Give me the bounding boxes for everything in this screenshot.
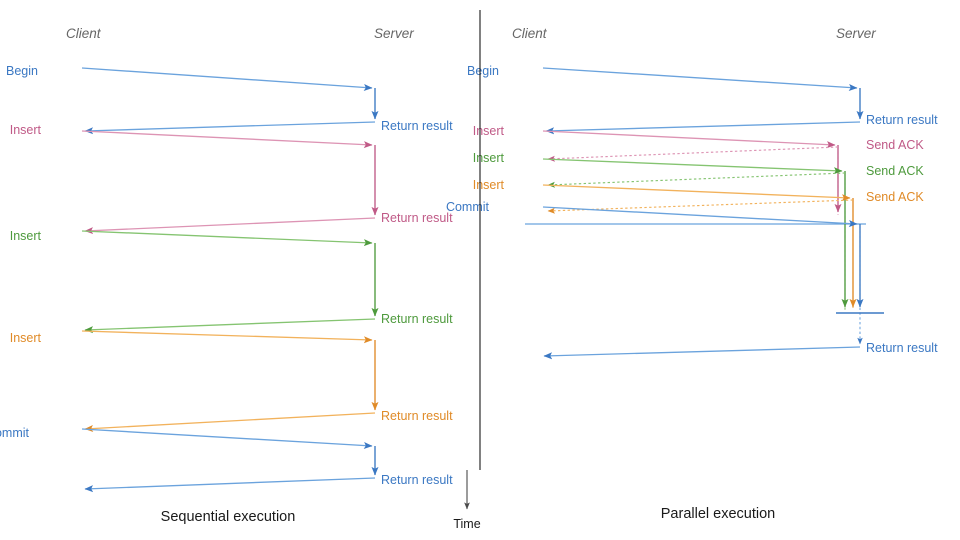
- request-arrow-seq-insert-2: [81, 230, 373, 247]
- response-label-par-commit: Return result: [866, 341, 938, 355]
- ack-label-par-insert-3: Send ACK: [866, 190, 924, 204]
- time-axis-label: Time: [453, 517, 480, 531]
- request-label-par-commit: Commit: [446, 200, 490, 214]
- request-label-par-insert-1: Insert: [473, 124, 505, 138]
- response-label-par-begin: Return result: [866, 113, 938, 127]
- request-arrow-par-insert-2: [542, 158, 843, 175]
- request-label-par-insert-3: Insert: [473, 178, 505, 192]
- request-label-seq-insert-2: Insert: [10, 229, 42, 243]
- response-arrow-par-begin: [545, 121, 861, 135]
- response-arrow-par-commit: [543, 346, 861, 360]
- lane-header-server-parallel: Server: [836, 26, 876, 41]
- response-label-seq-insert-1: Return result: [381, 211, 453, 225]
- request-arrow-par-insert-3: [542, 184, 851, 202]
- response-label-seq-begin: Return result: [381, 119, 453, 133]
- lane-header-client-parallel: Client: [512, 26, 548, 41]
- request-arrow-par-insert-1: [542, 130, 836, 149]
- response-arrow-seq-begin: [84, 121, 376, 135]
- response-arrow-seq-insert-1: [84, 217, 376, 235]
- ack-arrow-par-insert-1: [547, 146, 839, 162]
- request-arrow-seq-commit: [81, 428, 373, 450]
- response-label-seq-commit: Return result: [381, 473, 453, 487]
- request-label-par-begin: Begin: [467, 64, 499, 78]
- time-axis-layer: Time: [453, 470, 481, 531]
- request-label-seq-insert-3: Insert: [10, 331, 42, 345]
- panel-caption-parallel: Parallel execution: [661, 506, 775, 522]
- response-arrow-seq-insert-2: [84, 318, 376, 334]
- ack-label-par-insert-1: Send ACK: [866, 138, 924, 152]
- request-arrow-seq-insert-1: [81, 130, 373, 149]
- request-arrow-par-commit: [542, 206, 858, 228]
- response-arrow-seq-commit: [84, 477, 376, 493]
- lane-header-client-sequential: Client: [66, 26, 102, 41]
- request-arrow-seq-insert-3: [81, 330, 373, 344]
- response-arrow-seq-insert-3: [84, 412, 376, 433]
- ack-arrow-par-insert-2: [547, 172, 846, 188]
- response-label-seq-insert-2: Return result: [381, 312, 453, 326]
- lane-header-server-sequential: Server: [374, 26, 414, 41]
- request-label-seq-begin: Begin: [6, 64, 38, 78]
- request-arrow-par-begin: [542, 67, 858, 91]
- ack-label-par-insert-2: Send ACK: [866, 164, 924, 178]
- request-arrow-seq-begin: [81, 67, 373, 91]
- request-label-par-insert-2: Insert: [473, 151, 505, 165]
- request-label-seq-commit: Commit: [0, 426, 30, 440]
- panel-caption-sequential: Sequential execution: [161, 509, 296, 525]
- response-label-seq-insert-3: Return result: [381, 409, 453, 423]
- request-label-seq-insert-1: Insert: [10, 123, 42, 137]
